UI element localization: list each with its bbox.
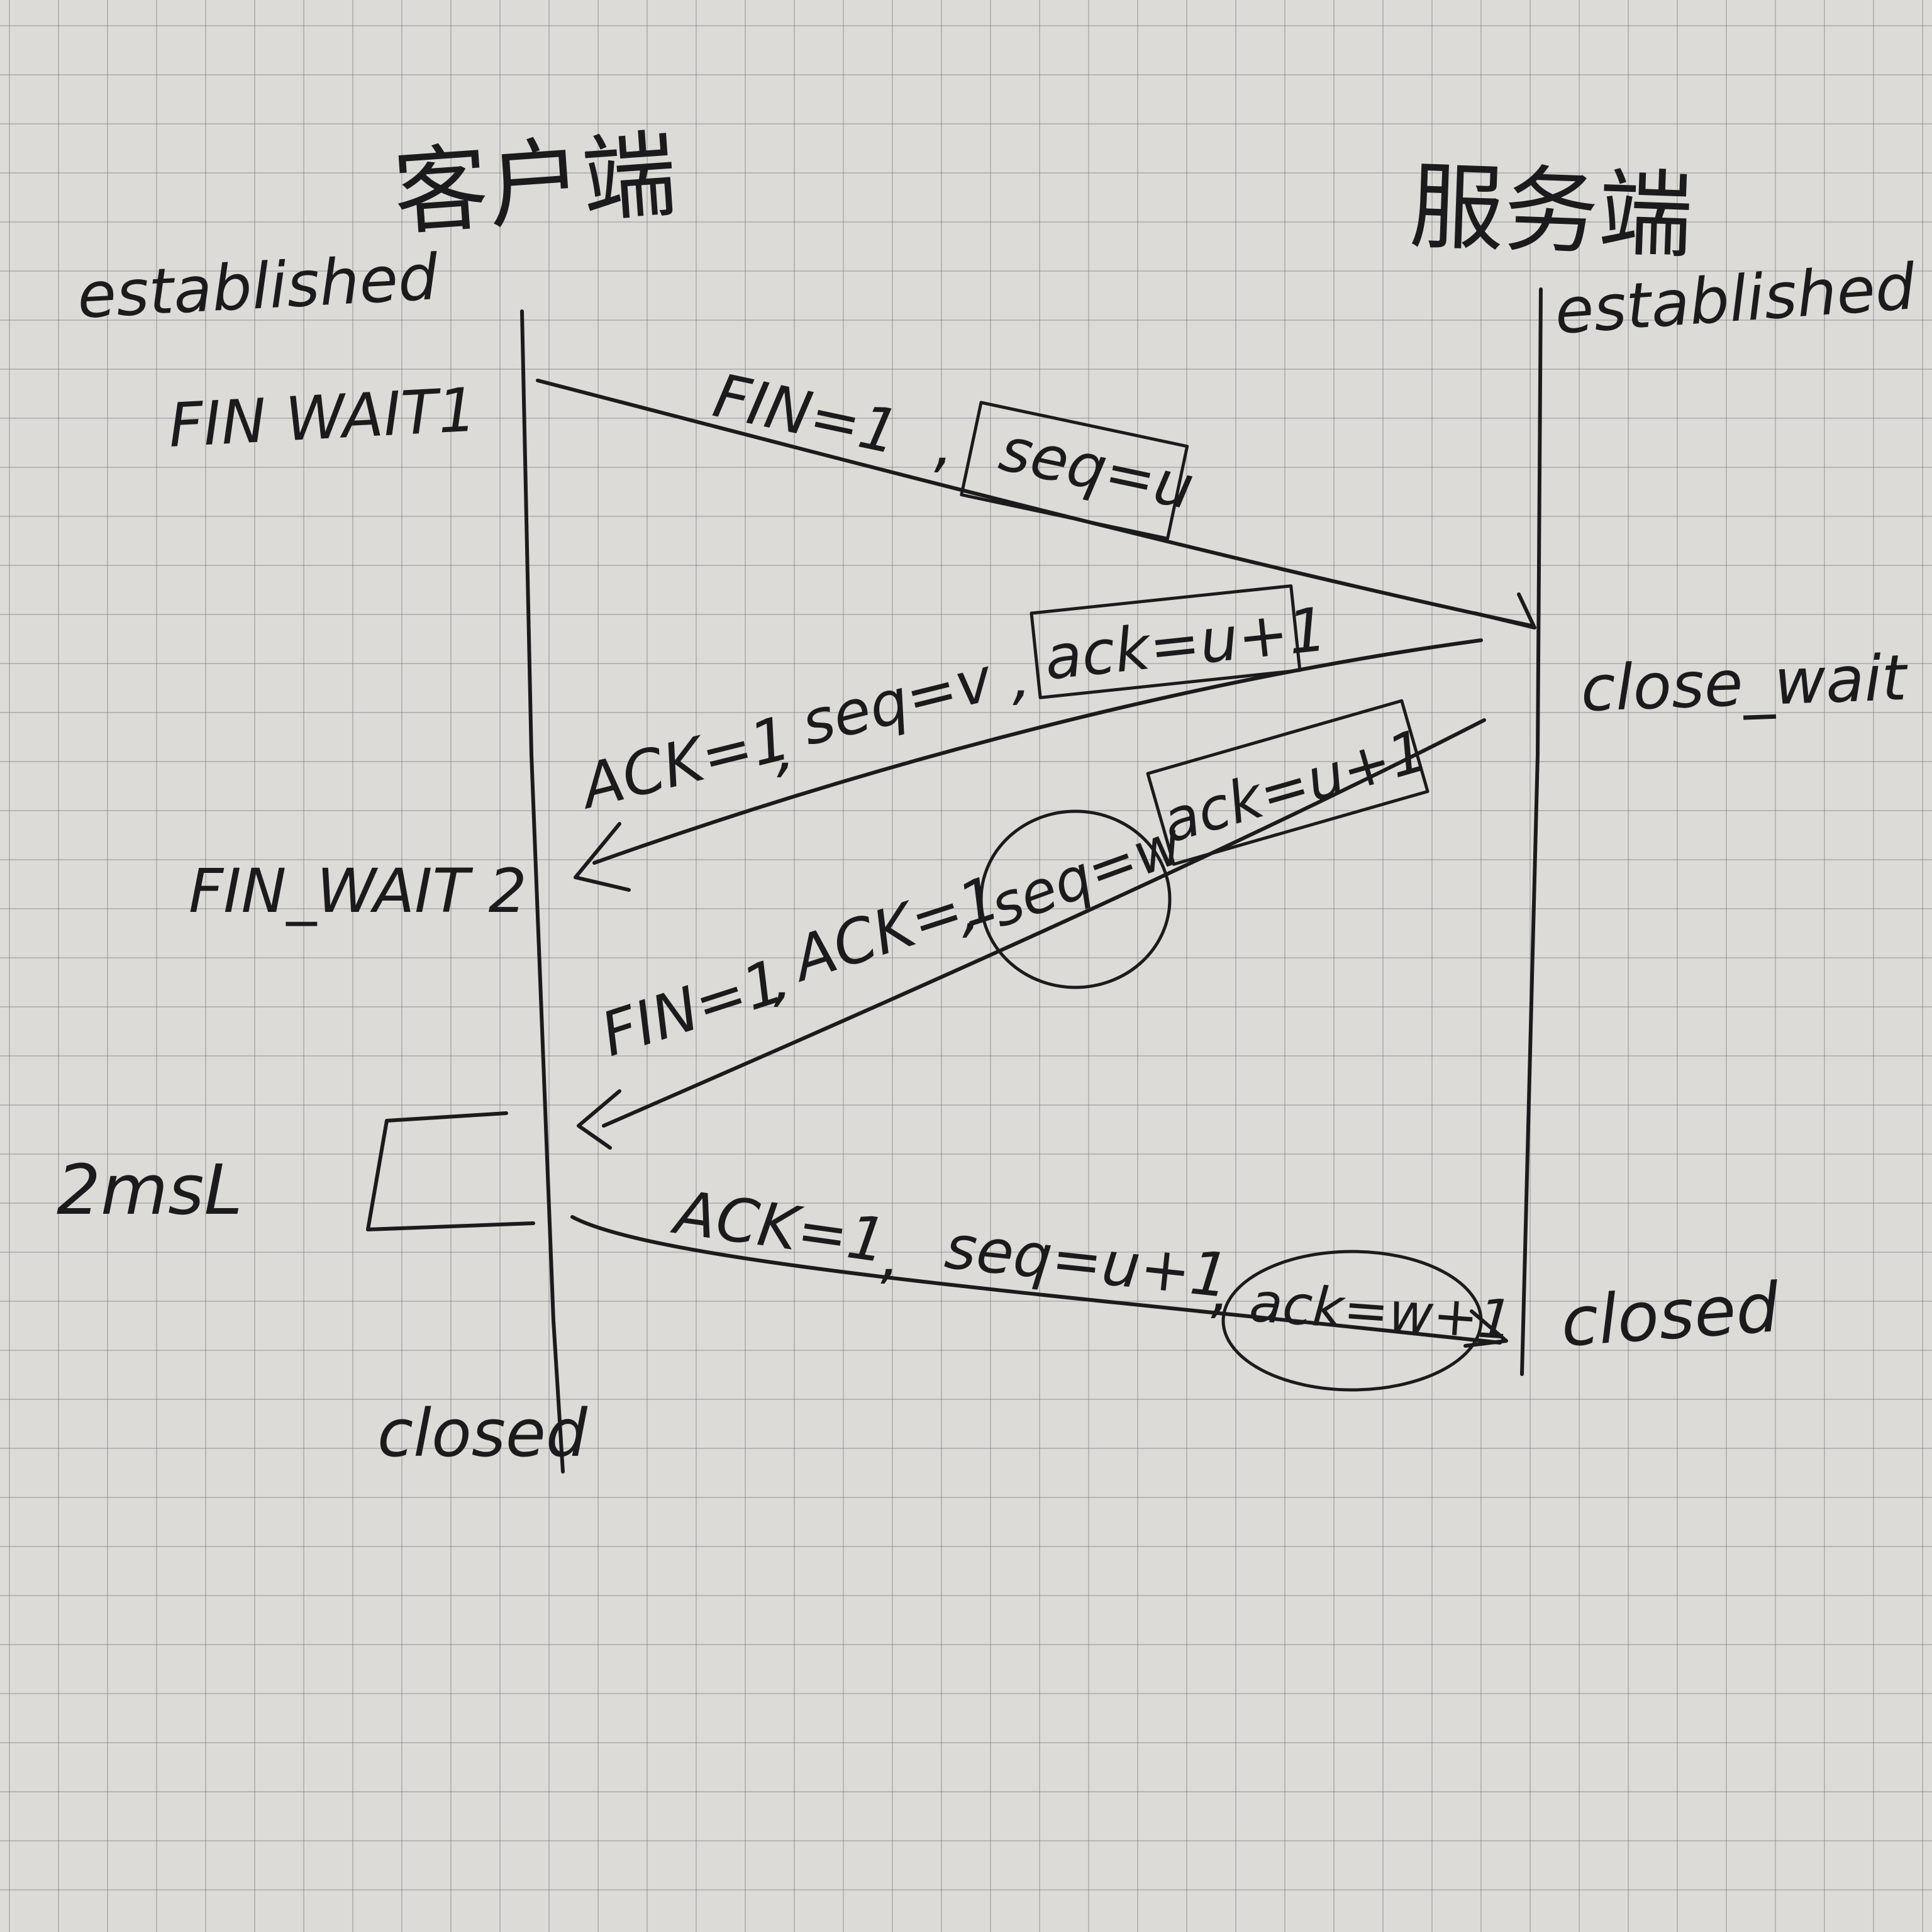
message-2-arrow (592, 638, 1483, 865)
message-4-field-seq: seq=u+1 (942, 1211, 1233, 1311)
message-2-separator-1: , (777, 714, 796, 785)
message-4-arrow (570, 1215, 1502, 1345)
message-3-field-ack: ack=u+1 (1155, 716, 1435, 856)
message-2-box-ack (1030, 584, 1302, 699)
message-4-separator-1: , (880, 1221, 900, 1291)
message-1-separator: , (934, 409, 953, 480)
message-4-separator-2: , (1211, 1255, 1230, 1326)
message-3-box-ack (1146, 699, 1430, 866)
client-state-closed: closed (377, 1395, 588, 1472)
server-heading: 服务端 (1408, 152, 1695, 272)
message-2-field-seq: seq=v (794, 644, 999, 759)
message-4-circle-ack (1221, 1250, 1483, 1392)
message-2-separator-2: , (1013, 642, 1032, 713)
message-3-separator-2: , (962, 875, 982, 945)
message-3-arrowhead (577, 1089, 621, 1150)
client-state-time-wait: 2msL (57, 1150, 243, 1230)
message-1-box-seq (960, 401, 1189, 540)
client-lifeline (520, 309, 565, 1474)
message-1-arrow (536, 379, 1533, 628)
server-state-closed: closed (1558, 1269, 1782, 1362)
message-1-arrowhead (1473, 592, 1536, 630)
client-state-fin-wait-2: FIN_WAIT 2 (189, 856, 527, 926)
client-state-fin-wait-1: FIN WAIT1 (167, 374, 478, 460)
time-wait-bracket (366, 1111, 535, 1231)
message-3-field-seq: seq=w (982, 809, 1192, 941)
message-4-field-ack-flag: ACK=1 (667, 1177, 891, 1277)
server-lifeline (1520, 287, 1543, 1376)
message-3-separator-1: , (774, 944, 793, 1014)
message-3-arrow (602, 718, 1486, 1128)
client-state-established: established (75, 240, 440, 333)
message-2-arrowhead (574, 822, 631, 892)
client-heading: 客户端 (390, 120, 680, 249)
message-3-field-fin: FIN=1 (592, 946, 792, 1070)
message-4-field-ack: ack=w+1 (1248, 1271, 1515, 1352)
message-3-circle-seq (979, 809, 1172, 989)
message-4-arrowhead (1463, 1309, 1508, 1348)
server-state-close-wait: close_wait (1580, 641, 1910, 726)
